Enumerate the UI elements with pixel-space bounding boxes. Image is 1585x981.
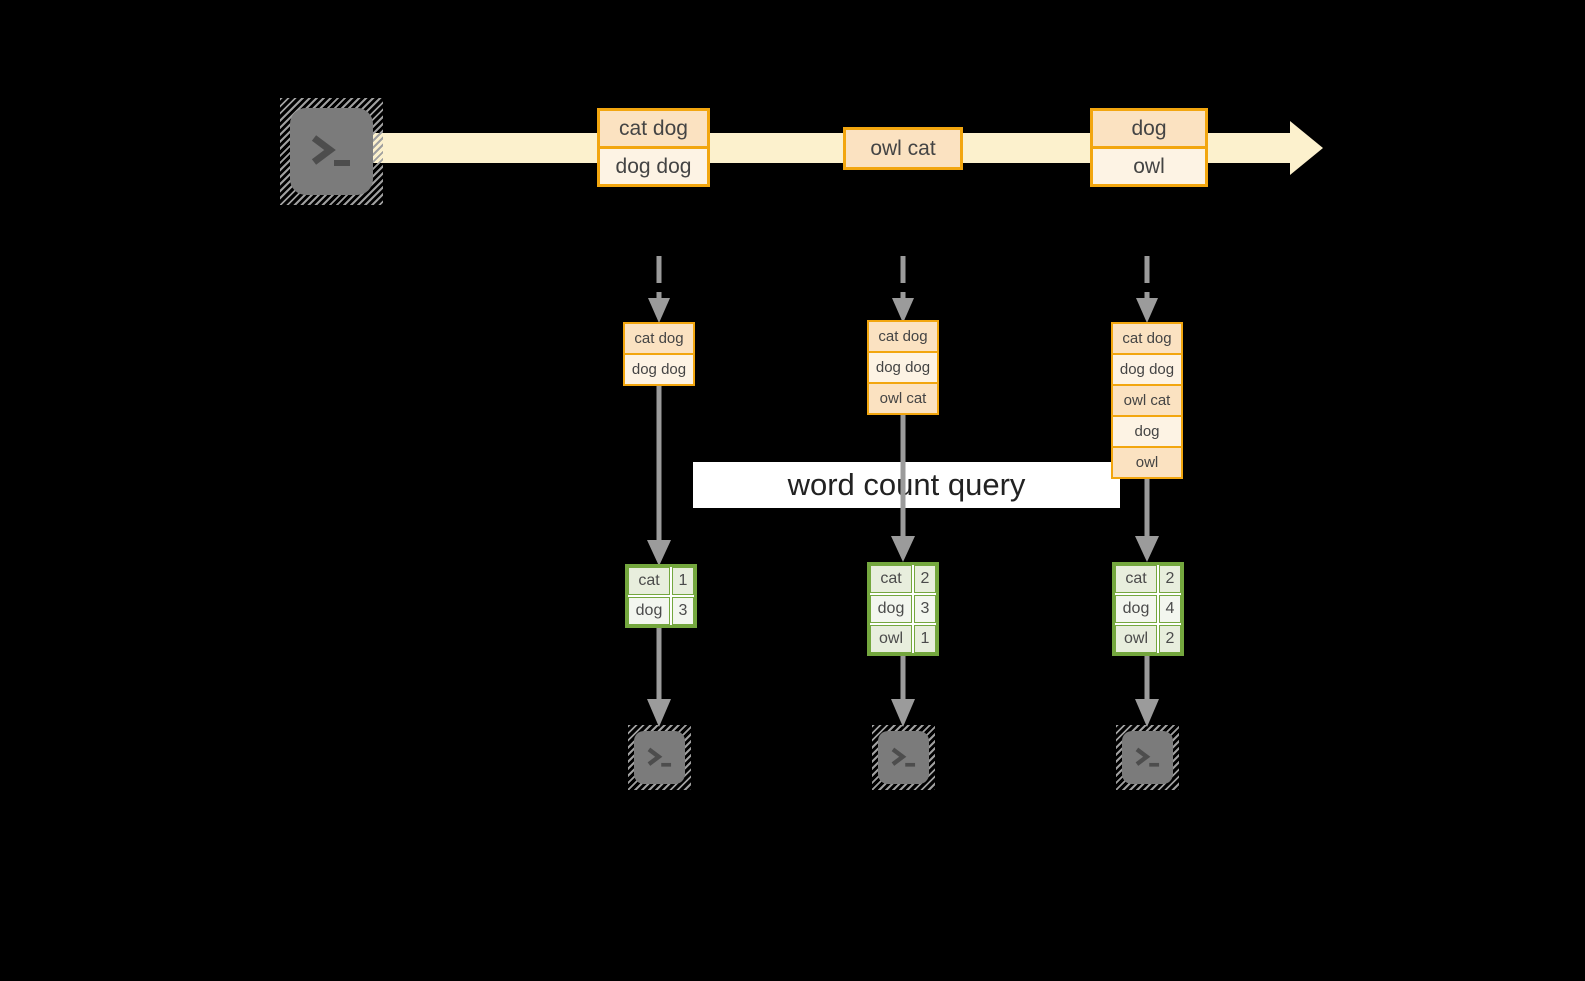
accumulated-event: cat dog	[1111, 322, 1183, 355]
accumulated-event: owl cat	[867, 382, 939, 415]
terminal-screen	[290, 108, 373, 195]
accumulated-event: cat dog	[867, 320, 939, 353]
prompt-icon	[647, 747, 671, 767]
terminal-screen	[878, 731, 929, 784]
stream-event-line: dog dog	[597, 146, 710, 187]
ingest-arrowhead-2-icon	[892, 298, 914, 323]
table-word-cell: cat	[870, 565, 912, 593]
accumulated-event: owl	[1111, 446, 1183, 479]
table-word-cell: dog	[1115, 595, 1157, 623]
query-arrowhead-1-icon	[647, 540, 671, 566]
table-count-cell: 3	[914, 595, 936, 623]
table-count-cell: 1	[672, 567, 694, 595]
word-count-table-2: cat 2 dog 3 owl 1	[867, 562, 939, 656]
stream-event-line: owl	[1090, 146, 1208, 187]
table-word-cell: dog	[628, 597, 670, 625]
ingest-arrowhead-3-icon	[1136, 298, 1158, 323]
sink-terminal-icon	[628, 725, 691, 790]
terminal-screen	[634, 731, 685, 784]
table-word-cell: owl	[870, 625, 912, 653]
accumulated-event: owl cat	[1111, 384, 1183, 417]
table-count-cell: 2	[1159, 625, 1181, 653]
table-word-cell: owl	[1115, 625, 1157, 653]
stream-event-box-3: dog owl	[1090, 108, 1208, 187]
accumulated-events-box-2: cat dog dog dog owl cat	[867, 320, 939, 415]
output-arrowhead-2-icon	[891, 699, 915, 727]
accumulated-event: cat dog	[623, 322, 695, 355]
sink-terminal-icon	[872, 725, 935, 790]
query-arrowhead-3-icon	[1135, 536, 1159, 562]
terminal-screen	[1122, 731, 1173, 784]
stream-event-line: dog	[1090, 108, 1208, 149]
accumulated-events-box-3: cat dog dog dog owl cat dog owl	[1111, 322, 1183, 479]
table-count-cell: 4	[1159, 595, 1181, 623]
prompt-icon	[1135, 747, 1159, 767]
table-word-cell: cat	[628, 567, 670, 595]
accumulated-events-box-1: cat dog dog dog	[623, 322, 695, 386]
table-count-cell: 2	[914, 565, 936, 593]
prompt-icon	[311, 134, 350, 166]
table-count-cell: 2	[1159, 565, 1181, 593]
table-count-cell: 1	[914, 625, 936, 653]
table-count-cell: 3	[672, 597, 694, 625]
output-arrowhead-3-icon	[1135, 699, 1159, 727]
stream-event-line: cat dog	[597, 108, 710, 149]
ingest-arrowhead-1-icon	[648, 298, 670, 323]
stream-event-line: owl cat	[843, 127, 963, 170]
sink-terminal-icon	[1116, 725, 1179, 790]
word-count-table-3: cat 2 dog 4 owl 2	[1112, 562, 1184, 656]
output-arrowhead-1-icon	[647, 699, 671, 727]
word-count-table-1: cat 1 dog 3	[625, 564, 697, 628]
table-word-cell: dog	[870, 595, 912, 623]
query-arrowhead-2-icon	[891, 536, 915, 562]
prompt-icon	[891, 747, 915, 767]
source-terminal-icon	[280, 98, 383, 205]
stream-arrowhead-icon	[1290, 121, 1323, 175]
accumulated-event: dog	[1111, 415, 1183, 448]
stream-event-box-1: cat dog dog dog	[597, 108, 710, 187]
accumulated-event: dog dog	[623, 353, 695, 386]
word-count-query-banner: word count query	[693, 462, 1120, 508]
stream-event-box-2: owl cat	[843, 127, 963, 170]
accumulated-event: dog dog	[867, 351, 939, 384]
table-word-cell: cat	[1115, 565, 1157, 593]
accumulated-event: dog dog	[1111, 353, 1183, 386]
